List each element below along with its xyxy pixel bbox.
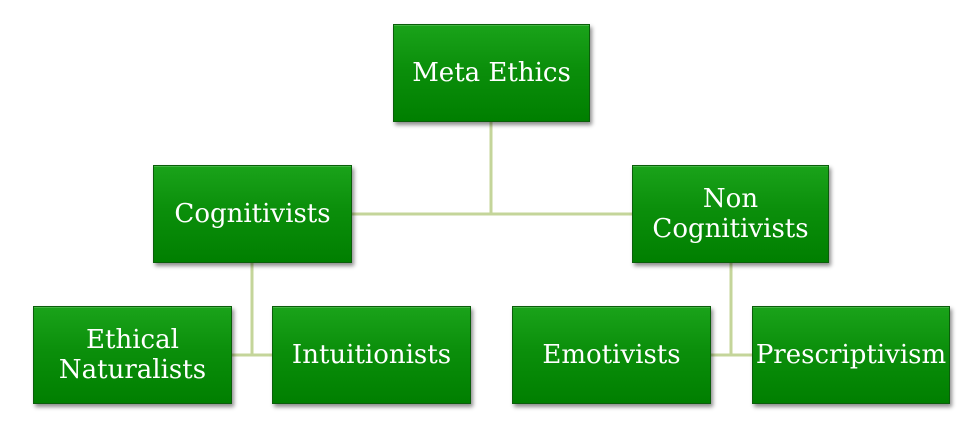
node-intuitionists: Intuitionists (272, 306, 471, 404)
node-cognitivists: Cognitivists (153, 165, 352, 263)
node-non-cognitivists-label: Non Cognitivists (652, 184, 809, 244)
node-ethical-naturalists: Ethical Naturalists (33, 306, 232, 404)
node-meta-ethics: Meta Ethics (393, 24, 590, 122)
node-ethical-naturalists-label: Ethical Naturalists (58, 325, 207, 385)
node-emotivists-label: Emotivists (542, 340, 681, 370)
node-prescriptivism: Prescriptivism (752, 306, 950, 404)
node-intuitionists-label: Intuitionists (291, 340, 452, 370)
node-cognitivists-label: Cognitivists (174, 199, 331, 229)
node-non-cognitivists: Non Cognitivists (632, 165, 829, 263)
node-prescriptivism-label: Prescriptivism (755, 340, 947, 370)
node-emotivists: Emotivists (512, 306, 711, 404)
node-meta-ethics-label: Meta Ethics (412, 58, 571, 88)
